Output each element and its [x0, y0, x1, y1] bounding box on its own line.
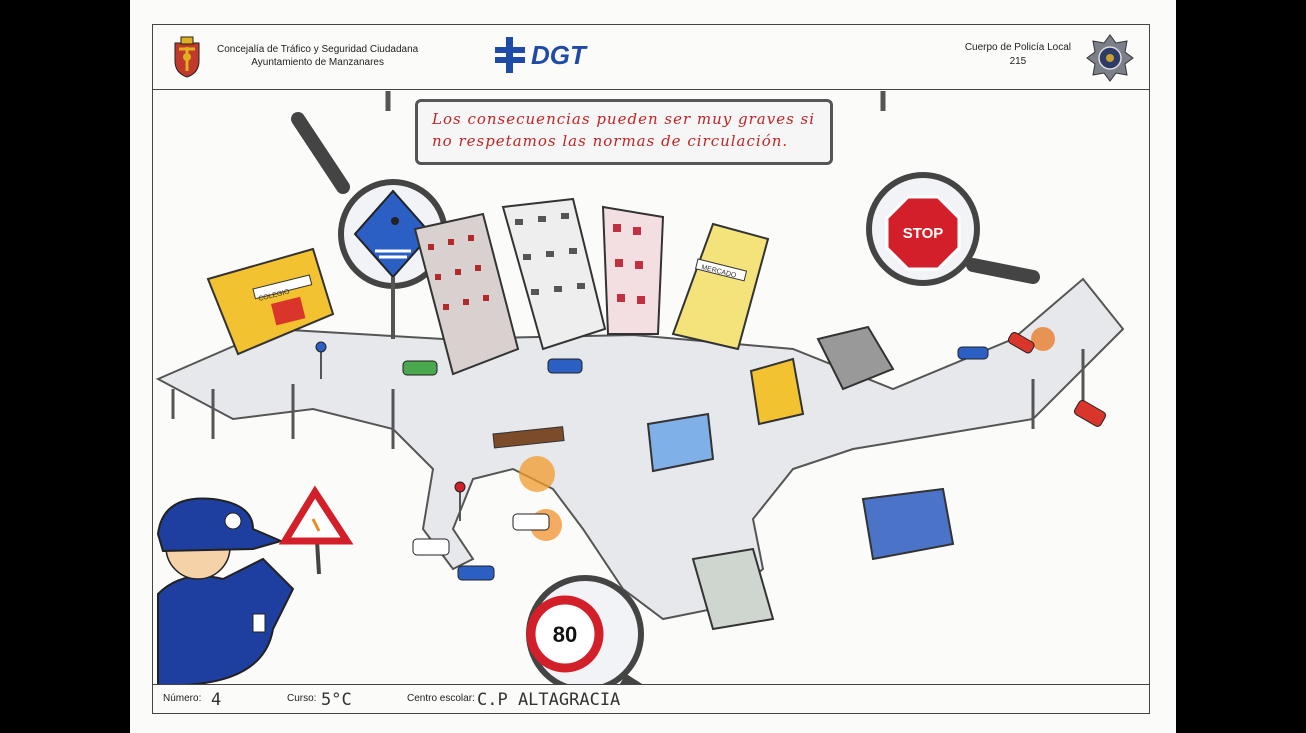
- stop-sign-label: STOP: [903, 225, 944, 242]
- traffic-drawing: COLEGIO MERCADO: [153, 89, 1149, 707]
- centro-value: C.P ALTAGRACIA: [477, 690, 621, 710]
- city-illustration: COLEGIO MERCADO: [155, 91, 1125, 707]
- police-line-1: Cuerpo de Policía Local: [964, 42, 1071, 53]
- police-name: Cuerpo de Policía Local 215: [965, 41, 1071, 69]
- council-line-2: Ayuntamiento de Manzanares: [251, 57, 384, 68]
- centro-label: Centro escolar:: [407, 693, 475, 704]
- police-badge-icon: [1086, 34, 1134, 82]
- numero-value: 4: [211, 690, 222, 710]
- town-crest-icon: [174, 36, 200, 78]
- curso-field: Curso: 5°C: [287, 690, 352, 710]
- council-name: Concejalía de Tráfico y Seguridad Ciudad…: [217, 43, 418, 69]
- sheet-frame: Concejalía de Tráfico y Seguridad Ciudad…: [152, 24, 1150, 714]
- numero-field: Número: 4: [163, 690, 221, 710]
- police-line-2: 215: [1009, 56, 1027, 67]
- speed-limit-label: 80: [553, 622, 577, 647]
- sheet-header: Concejalía de Tráfico y Seguridad Ciudad…: [153, 25, 1149, 90]
- dgt-logo-text: DGT: [531, 39, 586, 70]
- safety-message: Los consecuencias pueden ser muy graves …: [432, 110, 816, 150]
- sheet-footer: Número: 4 Curso: 5°C Centro escolar: C.P…: [153, 684, 1149, 713]
- curso-value: 5°C: [321, 690, 352, 710]
- drawing-sheet: Concejalía de Tráfico y Seguridad Ciudad…: [130, 0, 1176, 733]
- dgt-cross-icon: [495, 37, 525, 73]
- centro-field: Centro escolar: C.P ALTAGRACIA: [407, 690, 620, 710]
- curso-label: Curso:: [287, 693, 317, 704]
- dgt-logo: DGT: [495, 37, 586, 73]
- council-line-1: Concejalía de Tráfico y Seguridad Ciudad…: [217, 44, 419, 55]
- numero-label: Número:: [163, 693, 202, 704]
- message-banner: Los consecuencias pueden ser muy graves …: [415, 99, 833, 165]
